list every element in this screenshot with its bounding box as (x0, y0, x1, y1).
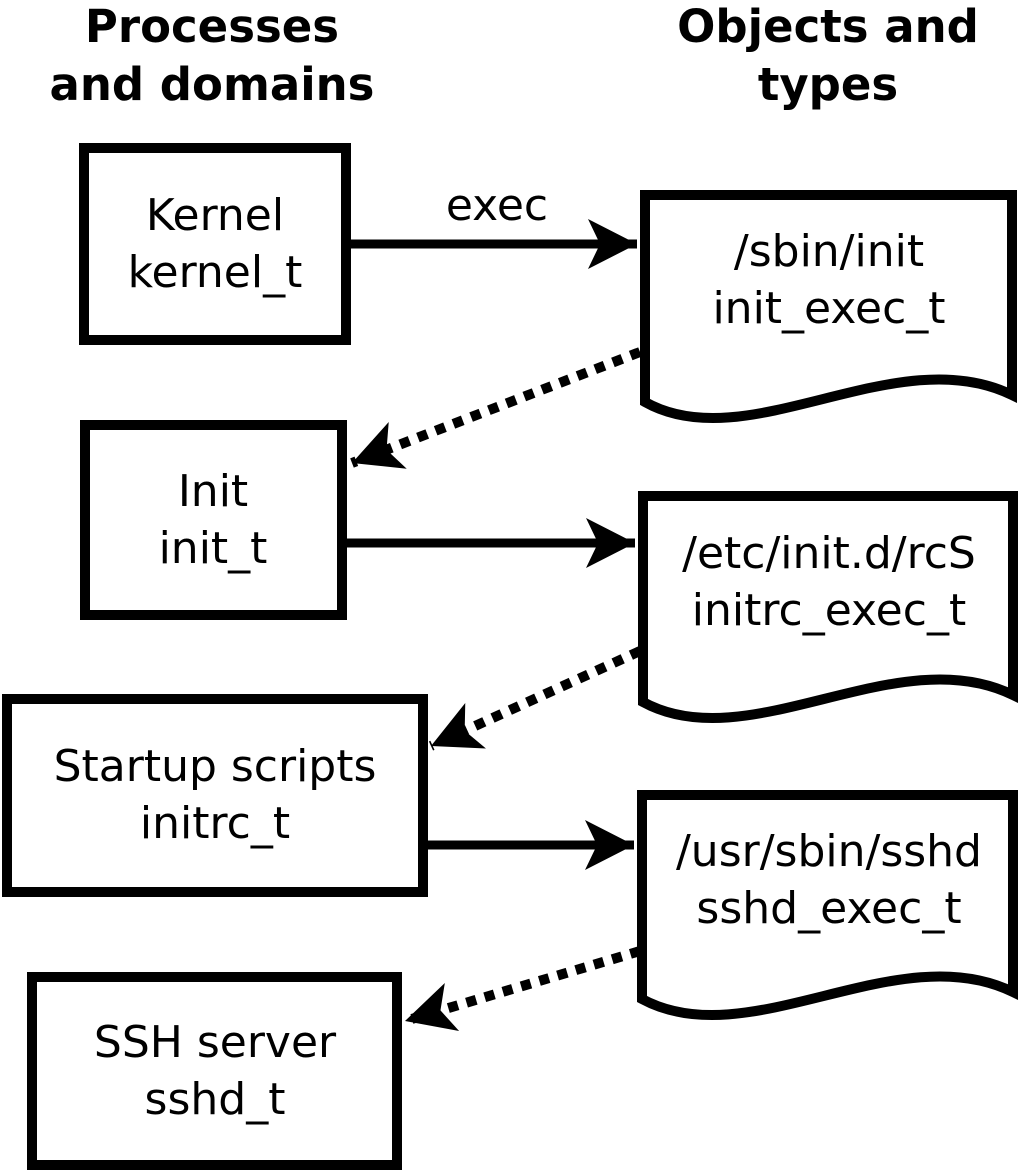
process-label: Kernel (146, 190, 284, 241)
process-label: SSH server (94, 1017, 337, 1068)
left-column-header-line2: and domains (50, 58, 375, 111)
process-node-initrc: Startup scripts initrc_t (2, 694, 428, 897)
document-shape (640, 190, 1017, 424)
object-node-sbin-init: /sbin/init init_exec_t (640, 190, 1017, 424)
process-type-label: initrc_t (140, 798, 290, 849)
process-label: Startup scripts (54, 741, 377, 792)
process-type-label: init_t (159, 523, 268, 574)
process-box (80, 420, 347, 620)
object-node-etc-initd-rcs: /etc/init.d/rcS initrc_exec_t (638, 491, 1018, 723)
process-box (27, 972, 402, 1170)
object-path-label: /sbin/init (734, 226, 924, 277)
process-label: Init (178, 466, 248, 517)
object-path-label: /etc/init.d/rcS (682, 528, 976, 579)
exec-arrow-label: exec (446, 180, 548, 231)
process-box (2, 694, 428, 897)
right-column-header-line1: Objects and (677, 0, 979, 53)
object-type-label: sshd_exec_t (696, 883, 961, 934)
process-type-label: sshd_t (145, 1074, 286, 1125)
right-column-header-line2: types (758, 58, 898, 111)
object-node-usr-sbin-sshd: /usr/sbin/sshd sshd_exec_t (637, 790, 1018, 1020)
transition-arrow-rcs-to-initrc (428, 646, 643, 751)
process-box (79, 143, 351, 345)
process-node-sshd: SSH server sshd_t (27, 972, 402, 1170)
process-node-init: Init init_t (80, 420, 347, 620)
object-path-label: /usr/sbin/sshd (676, 826, 982, 877)
left-column-header-line1: Processes (85, 0, 339, 53)
object-type-label: init_exec_t (712, 283, 945, 334)
process-node-kernel: Kernel kernel_t (79, 143, 351, 345)
transition-arrow-sshd-exec-to-sshd (403, 946, 642, 1031)
object-type-label: initrc_exec_t (692, 585, 966, 636)
document-shape (638, 491, 1018, 723)
document-shape (637, 790, 1018, 1020)
transition-arrow-sbin-init-to-init (350, 347, 642, 469)
process-type-label: kernel_t (128, 247, 303, 298)
